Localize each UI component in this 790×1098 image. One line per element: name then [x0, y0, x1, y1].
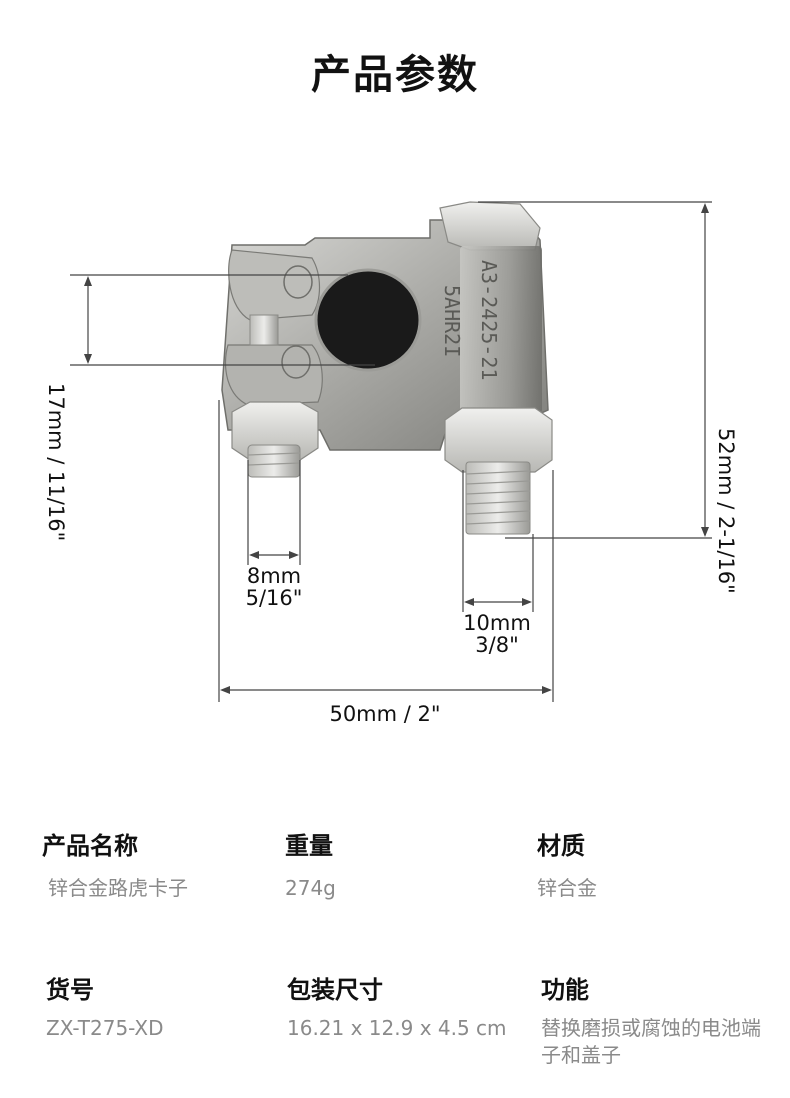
dimension-width: 50mm / 2"	[329, 702, 441, 726]
spec-label: 产品名称	[42, 832, 138, 860]
spec-value: 锌合金	[537, 876, 597, 900]
stamp-line-2: 5AHR2I	[440, 285, 464, 357]
spec-label: 功能	[541, 976, 589, 1004]
spec-weight: 重量 274g	[285, 826, 505, 902]
product-dimension-diagram: A3-2425-21 5AHR2I 17mm / 11/16" 52mm / 2…	[0, 150, 790, 750]
page-title: 产品参数	[311, 52, 479, 98]
dimension-small-bolt: 8mm 5/16"	[232, 565, 316, 609]
spec-product-name: 产品名称 锌合金路虎卡子	[42, 826, 268, 902]
spec-label: 重量	[285, 832, 333, 860]
spec-label: 货号	[46, 976, 94, 1004]
battery-terminal-clamp-image: A3-2425-21 5AHR2I	[70, 201, 712, 702]
spec-value: 16.21 x 12.9 x 4.5 cm	[287, 1016, 507, 1040]
dimension-large-bolt-in: 3/8"	[475, 633, 519, 658]
spec-package-size: 包装尺寸 16.21 x 12.9 x 4.5 cm	[287, 970, 509, 1042]
dimension-large-bolt-mm: 10mm	[463, 611, 531, 635]
dimension-left-height: 17mm / 11/16"	[44, 383, 68, 542]
spec-item-number: 货号 ZX-T275-XD	[46, 970, 266, 1042]
spec-value: 替换磨损或腐蚀的电池端子和盖子	[541, 1016, 761, 1067]
spec-label: 包装尺寸	[287, 976, 383, 1004]
spec-function: 功能 替换磨损或腐蚀的电池端子和盖子	[541, 970, 761, 1069]
dimension-small-bolt-in: 5/16"	[245, 586, 303, 611]
dimension-small-bolt-mm: 8mm	[246, 564, 302, 588]
stamp-line-1: A3-2425-21	[477, 260, 501, 380]
spec-value: 274g	[285, 876, 336, 900]
spec-label: 材质	[537, 832, 585, 860]
spec-material: 材质 锌合金	[537, 826, 757, 902]
spec-value: 锌合金路虎卡子	[48, 876, 188, 900]
dimension-right-height: 52mm / 2-1/16"	[714, 428, 738, 594]
dimension-large-bolt: 10mm 3/8"	[452, 612, 542, 656]
spec-value: ZX-T275-XD	[46, 1016, 164, 1040]
